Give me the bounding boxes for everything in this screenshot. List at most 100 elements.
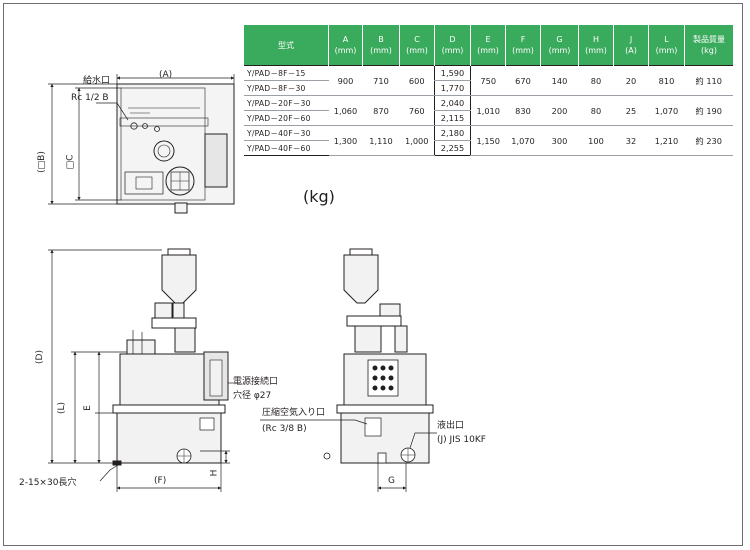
value-c: 1,000 bbox=[399, 125, 435, 156]
value-d: 2,040 bbox=[434, 95, 471, 111]
drawing-frame bbox=[3, 3, 743, 546]
value-d: 1,770 bbox=[434, 80, 471, 96]
value-d: 2,180 bbox=[434, 125, 471, 141]
header-a: A(mm) bbox=[328, 25, 363, 66]
value-d: 2,255 bbox=[434, 140, 471, 156]
value-g: 300 bbox=[540, 125, 579, 156]
value-a: 1,300 bbox=[328, 125, 363, 156]
value-l: 810 bbox=[648, 65, 685, 96]
value-f: 1,070 bbox=[505, 125, 541, 156]
table-header-row: 型式 A(mm) B(mm) C(mm) D(mm) E(mm) F(mm) G… bbox=[244, 25, 733, 66]
slots-label: 2-15×30長穴 bbox=[19, 478, 77, 488]
outlet-top bbox=[174, 202, 188, 214]
table-row: Y/PAD－40F－60 2,255 bbox=[244, 140, 733, 156]
motor bbox=[154, 302, 173, 319]
table-row: Y/PAD－40F－30 1,300 1,110 1,000 2,180 1,1… bbox=[244, 125, 733, 156]
header-f: F(mm) bbox=[505, 25, 541, 66]
dim-c-label: □C bbox=[65, 154, 76, 170]
value-b: 710 bbox=[362, 65, 400, 96]
air-regulator bbox=[364, 417, 382, 437]
front-view bbox=[112, 248, 229, 466]
value-c: 760 bbox=[399, 95, 435, 126]
dim-b-label: (□B) bbox=[36, 151, 47, 173]
water-inlet-size: Rc 1/2 B bbox=[71, 93, 109, 103]
pump-top bbox=[124, 171, 164, 195]
header-b: B(mm) bbox=[362, 25, 400, 66]
value-g: 200 bbox=[540, 95, 579, 126]
value-f: 830 bbox=[505, 95, 541, 126]
table-row: Y/PAD－20F－60 2,115 bbox=[244, 110, 733, 126]
tank-body bbox=[119, 353, 220, 409]
top-view-dimensions bbox=[48, 74, 235, 205]
air-inlet-label: 圧縮空気入り口 bbox=[262, 408, 326, 418]
value-h: 100 bbox=[578, 125, 614, 156]
top-view bbox=[116, 83, 235, 214]
unit-note: (kg) bbox=[303, 187, 335, 206]
side-view-dimensions bbox=[260, 419, 437, 492]
dim-e-label: E bbox=[82, 405, 93, 411]
hopper-top bbox=[153, 140, 175, 162]
power-hole-label: 穴径 φ27 bbox=[233, 391, 272, 401]
power-port-label: 電源接続口 bbox=[233, 377, 279, 387]
value-d: 1,590 bbox=[434, 65, 471, 81]
header-weight: 製品質量(kg) bbox=[684, 25, 733, 66]
value-b: 1,110 bbox=[362, 125, 400, 156]
tank-flange bbox=[112, 404, 226, 414]
header-j: J(A) bbox=[613, 25, 649, 66]
dim-l-label: (L) bbox=[57, 401, 68, 415]
agitator-top bbox=[165, 166, 195, 196]
value-d: 2,115 bbox=[434, 110, 471, 126]
value-weight: 約 230 bbox=[684, 125, 733, 156]
dim-a-label: (A) bbox=[159, 70, 173, 80]
value-j: 20 bbox=[613, 65, 649, 96]
header-model: 型式 bbox=[244, 25, 329, 66]
dim-f-label: (F) bbox=[154, 476, 167, 486]
value-h: 80 bbox=[578, 65, 614, 96]
table-row: Y/PAD－8F－30 1,770 bbox=[244, 80, 733, 96]
value-weight: 約 110 bbox=[684, 65, 733, 96]
value-h: 80 bbox=[578, 95, 614, 126]
value-e: 1,010 bbox=[470, 95, 506, 126]
spec-table: 型式 A(mm) B(mm) C(mm) D(mm) E(mm) F(mm) G… bbox=[244, 25, 733, 156]
outlet-size: (J) JIS 10KF bbox=[437, 435, 486, 445]
model-cell: Y/PAD－20F－30 bbox=[244, 95, 329, 111]
value-g: 140 bbox=[540, 65, 579, 96]
control-box-top bbox=[204, 133, 228, 188]
value-l: 1,210 bbox=[648, 125, 685, 156]
value-c: 600 bbox=[399, 65, 435, 96]
tank-flange-side bbox=[336, 404, 434, 414]
dim-g-label: G bbox=[388, 476, 395, 486]
hopper bbox=[161, 254, 197, 304]
value-a: 900 bbox=[328, 65, 363, 96]
header-h: H(mm) bbox=[578, 25, 614, 66]
hopper-side bbox=[343, 254, 379, 304]
model-cell: Y/PAD－8F－30 bbox=[244, 80, 329, 96]
model-cell: Y/PAD－40F－30 bbox=[244, 125, 329, 141]
table-row: Y/PAD－8F－15 900 710 600 1,590 750 670 14… bbox=[244, 65, 733, 96]
header-c: C(mm) bbox=[399, 25, 435, 66]
dim-h-label: H bbox=[209, 469, 220, 477]
outlet-label: 液出口 bbox=[437, 421, 465, 431]
value-j: 25 bbox=[613, 95, 649, 126]
dim-d-label: (D) bbox=[34, 350, 45, 364]
value-l: 1,070 bbox=[648, 95, 685, 126]
value-b: 870 bbox=[362, 95, 400, 126]
model-cell: Y/PAD－20F－60 bbox=[244, 110, 329, 126]
side-view bbox=[323, 248, 434, 464]
value-e: 1,150 bbox=[470, 125, 506, 156]
value-a: 1,060 bbox=[328, 95, 363, 126]
air-inlet-size: (Rc 3/8 B) bbox=[262, 424, 307, 434]
value-f: 670 bbox=[505, 65, 541, 96]
header-e: E(mm) bbox=[470, 25, 506, 66]
model-cell: Y/PAD－8F－15 bbox=[244, 65, 329, 81]
value-weight: 約 190 bbox=[684, 95, 733, 126]
header-d: D(mm) bbox=[434, 25, 471, 66]
header-g: G(mm) bbox=[540, 25, 579, 66]
front-view-dimensions bbox=[48, 249, 234, 492]
piping-top bbox=[119, 117, 209, 127]
header-l: L(mm) bbox=[648, 25, 685, 66]
value-e: 750 bbox=[470, 65, 506, 96]
model-cell: Y/PAD－40F－60 bbox=[244, 140, 329, 156]
value-j: 32 bbox=[613, 125, 649, 156]
